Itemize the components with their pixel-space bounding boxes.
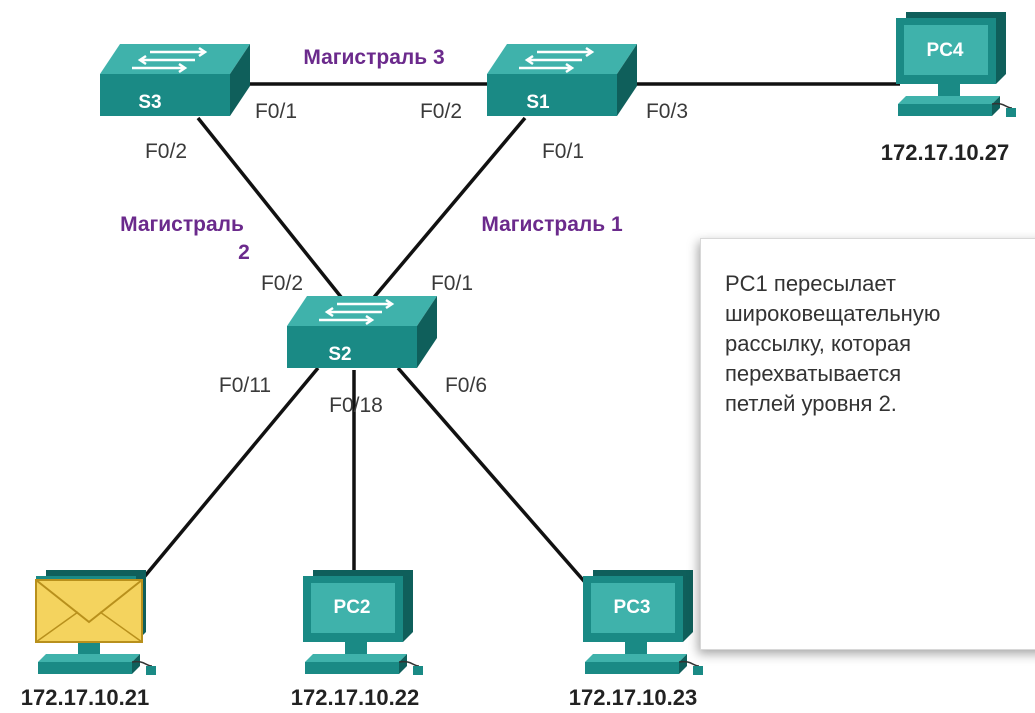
switch-s1[interactable]: S1 — [487, 44, 637, 118]
pc3-label: PC3 — [614, 597, 651, 618]
port-s3-f01: F0/1 — [255, 100, 297, 123]
switch-s2[interactable]: S2 — [287, 296, 437, 370]
port-s1-f03: F0/3 — [646, 100, 688, 123]
pc3-ip: 172.17.10.23 — [569, 685, 697, 710]
port-s1-f02: F0/2 — [420, 100, 462, 123]
pc2[interactable]: PC2 — [302, 570, 424, 676]
pc2-label: PC2 — [334, 597, 371, 618]
trunk1-label: Магистраль 1 — [481, 213, 623, 236]
trunk2-label: Магистраль — [120, 213, 244, 236]
port-s1-f01: F0/1 — [542, 140, 584, 163]
pc4-label: PC4 — [927, 40, 964, 61]
switch-s3-label: S3 — [138, 92, 161, 113]
port-s2-f02: F0/2 — [261, 272, 303, 295]
link-s2-pc1 — [138, 366, 320, 584]
switch-s2-label: S2 — [328, 344, 351, 365]
trunk3-label: Магистраль 3 — [303, 46, 444, 69]
callout-text: PC1 пересылает широковещательную рассылк… — [725, 271, 941, 416]
links — [138, 82, 900, 590]
pc4[interactable]: PC4 — [895, 12, 1017, 118]
trunk2-label-number: 2 — [238, 241, 250, 264]
switch-s1-label: S1 — [526, 92, 550, 113]
link-s2-pc3 — [396, 366, 592, 590]
switch-s3[interactable]: S3 — [100, 44, 250, 118]
port-s2-f011: F0/11 — [219, 374, 271, 397]
pc1-ip: 172.17.10.21 — [21, 685, 149, 710]
pc4-ip: 172.17.10.27 — [881, 140, 1009, 165]
port-s2-f018: F0/18 — [329, 394, 383, 417]
callout-box: PC1 пересылает широковещательную рассылк… — [700, 238, 1035, 650]
port-s3-f02: F0/2 — [145, 140, 187, 163]
pc3[interactable]: PC3 — [582, 570, 704, 676]
pc2-ip: 172.17.10.22 — [291, 685, 419, 710]
link-trunk2 — [196, 116, 347, 304]
link-trunk1 — [368, 116, 527, 304]
port-s2-f06: F0/6 — [445, 374, 487, 397]
pc1[interactable] — [35, 570, 157, 676]
envelope-icon — [35, 579, 143, 643]
port-s2-f01: F0/1 — [431, 272, 473, 295]
